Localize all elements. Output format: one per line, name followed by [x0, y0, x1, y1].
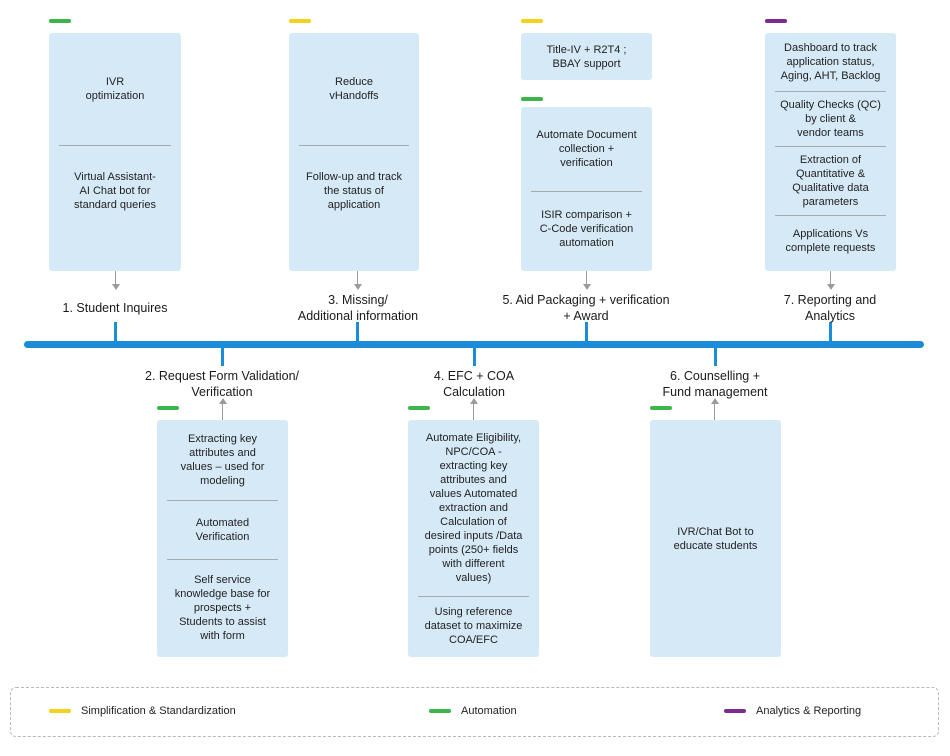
stage-label-2: 2. Request Form Validation/ Verification — [144, 369, 300, 399]
separator — [167, 500, 278, 501]
separator — [59, 145, 171, 146]
separator — [775, 146, 886, 147]
timeline-tick — [714, 348, 717, 366]
initiative-text: Self service knowledge base for prospect… — [174, 574, 271, 642]
analytics-tag — [765, 19, 787, 23]
initiative-text: Quality Checks (QC) by client & vendor t… — [780, 99, 881, 139]
legend-item-analytics: Analytics & Reporting — [724, 705, 861, 717]
separator — [299, 145, 409, 146]
stage-label-5: 5. Aid Packaging + verification + Award — [502, 293, 670, 323]
connector-line — [115, 271, 116, 285]
timeline-bar — [24, 341, 924, 348]
simplification-tag — [521, 19, 543, 23]
initiative-text: Virtual Assistant- AI Chat bot for stand… — [74, 171, 156, 211]
initiative-text: Extracting key attributes and values – u… — [180, 433, 265, 487]
automation-tag — [408, 406, 430, 410]
automation-tag — [650, 406, 672, 410]
arrow-down-icon — [354, 284, 362, 290]
initiative-text: Applications Vs complete requests — [785, 228, 876, 254]
arrow-down-icon — [112, 284, 120, 290]
timeline-tick — [221, 348, 224, 366]
initiative-box-counselling: IVR/Chat Bot to educate students — [650, 420, 781, 657]
legend-item-simplification: Simplification & Standardization — [49, 705, 236, 717]
separator — [418, 596, 529, 597]
legend-swatch — [724, 709, 746, 713]
initiative-box-reporting: Dashboard to track application status, A… — [765, 33, 896, 271]
initiative-text: IVR/Chat Bot to educate students — [673, 525, 758, 552]
legend-label: Analytics & Reporting — [756, 705, 862, 717]
arrow-up-icon — [711, 398, 719, 404]
initiative-text: Dashboard to track application status, A… — [780, 42, 881, 82]
timeline-tick — [473, 348, 476, 366]
legend-item-automation: Automation — [429, 705, 517, 717]
automation-tag — [49, 19, 71, 23]
initiative-box-title-iv: Title-IV + R2T4 ; BBAY support — [521, 33, 652, 80]
initiative-box-missing-info: Reduce vHandoffs Follow-up and track the… — [289, 33, 419, 271]
legend-swatch — [49, 709, 71, 713]
initiative-box-efc-coa: Automate Eligibility, NPC/COA - extracti… — [408, 420, 539, 657]
initiative-text: Using reference dataset to maximize COA/… — [424, 606, 523, 646]
automation-tag — [521, 97, 543, 101]
initiative-text: IVR optimization — [85, 76, 145, 102]
timeline-tick — [114, 322, 117, 341]
connector-line — [586, 271, 587, 285]
timeline-tick — [585, 322, 588, 341]
simplification-tag — [289, 19, 311, 23]
separator — [775, 91, 886, 92]
legend-label: Simplification & Standardization — [81, 705, 236, 717]
arrow-up-icon — [470, 398, 478, 404]
connector-line — [473, 404, 474, 420]
initiative-text: Automated Verification — [195, 517, 250, 543]
initiative-text: Follow-up and track the status of applic… — [306, 171, 402, 211]
initiative-text: Title-IV + R2T4 ; BBAY support — [546, 43, 627, 70]
initiative-text: Extraction of Quantitative & Qualitative… — [792, 154, 869, 208]
legend-swatch — [429, 709, 451, 713]
connector-line — [357, 271, 358, 285]
timeline-tick — [829, 322, 832, 341]
connector-line — [830, 271, 831, 285]
legend: Simplification & Standardization Automat… — [10, 687, 939, 737]
legend-label: Automation — [461, 705, 517, 717]
initiative-box-form-validation: Extracting key attributes and values – u… — [157, 420, 288, 657]
initiative-box-aid-packaging: Automate Document collection + verificat… — [521, 107, 652, 271]
arrow-down-icon — [583, 284, 591, 290]
stage-label-4: 4. EFC + COA Calculation — [433, 369, 515, 399]
initiative-text: ISIR comparison + C-Code verification au… — [539, 209, 634, 249]
stage-label-6: 6. Counselling + Fund management — [662, 369, 768, 399]
separator — [531, 191, 642, 192]
stage-label-3: 3. Missing/ Additional information — [297, 293, 419, 323]
initiative-text: Automate Eligibility, NPC/COA - extracti… — [424, 432, 523, 584]
connector-line — [222, 404, 223, 420]
stage-label-7: 7. Reporting and Analytics — [783, 293, 877, 323]
initiative-text: Automate Document collection + verificat… — [536, 129, 637, 169]
stage-label-1: 1. Student Inquires — [62, 301, 168, 315]
separator — [775, 215, 886, 216]
separator — [167, 559, 278, 560]
arrow-down-icon — [827, 284, 835, 290]
timeline-tick — [356, 322, 359, 341]
automation-tag — [157, 406, 179, 410]
initiative-text: Reduce vHandoffs — [329, 76, 379, 102]
arrow-up-icon — [219, 398, 227, 404]
connector-line — [714, 404, 715, 420]
initiative-box-student-inquires: IVR optimization Virtual Assistant- AI C… — [49, 33, 181, 271]
